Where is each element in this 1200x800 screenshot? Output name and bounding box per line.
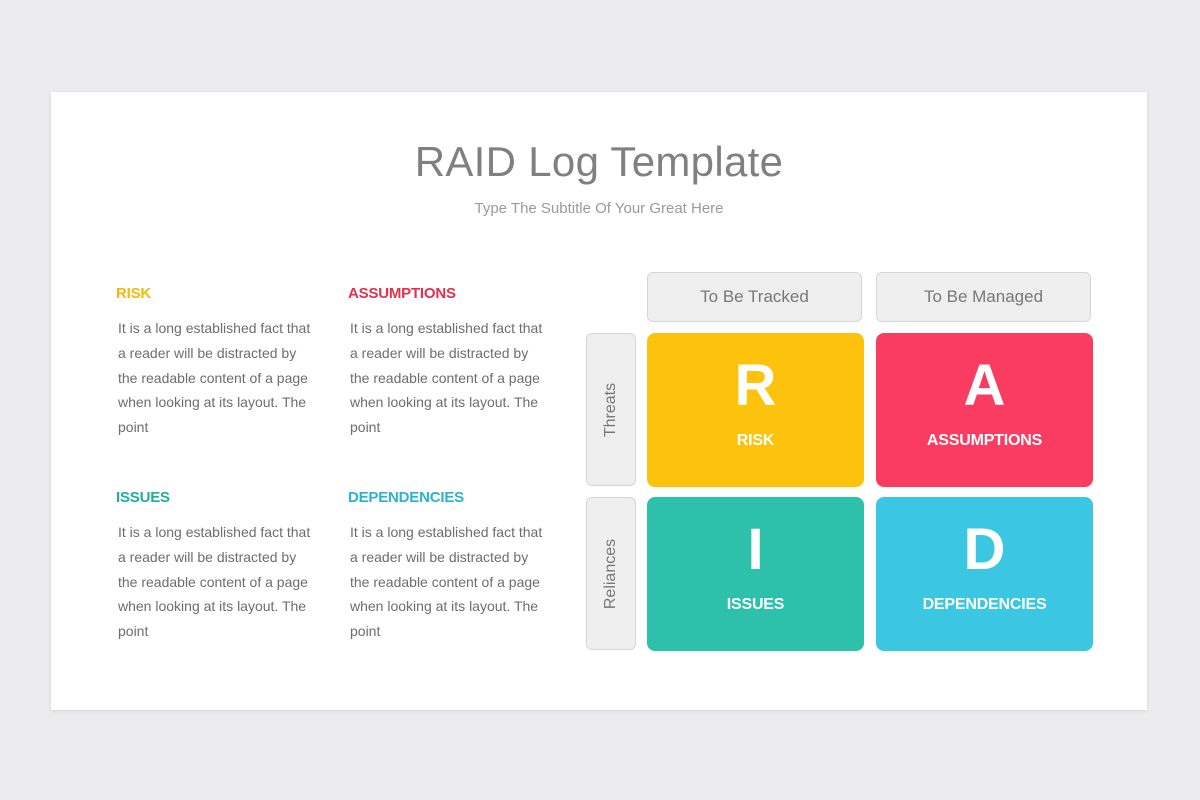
row-header-reliances: Reliances — [586, 497, 636, 650]
issues-heading: ISSUES — [116, 489, 170, 506]
risk-description: It is a long established fact that a rea… — [118, 320, 311, 436]
assumptions-text-block: ASSUMPTIONS It is a long established fac… — [348, 284, 548, 440]
issues-tile: I ISSUES — [647, 497, 864, 651]
dependencies-tile: D DEPENDENCIES — [876, 497, 1093, 651]
tile-label: ISSUES — [726, 596, 785, 613]
row-header-label: Threats — [602, 382, 619, 437]
column-header-to-be-managed: To Be Managed — [876, 272, 1091, 322]
dependencies-text-block: DEPENDENCIES It is a long established fa… — [348, 488, 548, 644]
column-header-label: To Be Managed — [923, 287, 1044, 306]
page-subtitle: Type The Subtitle Of Your Great Here — [474, 200, 724, 217]
row-header-label: Reliances — [602, 538, 619, 609]
tile-letter: R — [734, 353, 777, 418]
assumptions-heading: ASSUMPTIONS — [348, 285, 456, 302]
tile-letter: A — [963, 353, 1006, 418]
assumptions-tile: A ASSUMPTIONS — [876, 333, 1093, 487]
tile-letter: D — [963, 517, 1006, 582]
slide: RAID Log Template Type The Subtitle Of Y… — [51, 92, 1147, 710]
tile-label: RISK — [736, 432, 775, 449]
dependencies-description: It is a long established fact that a rea… — [350, 524, 543, 640]
page-title: RAID Log Template — [414, 138, 784, 185]
tile-label: ASSUMPTIONS — [926, 432, 1043, 449]
tile-label: DEPENDENCIES — [922, 596, 1047, 613]
column-header-label: To Be Tracked — [700, 287, 809, 306]
assumptions-description: It is a long established fact that a rea… — [350, 320, 543, 436]
tile-letter: I — [747, 517, 764, 582]
risk-text-block: RISK It is a long established fact that … — [116, 284, 316, 440]
risk-tile: R RISK — [647, 333, 864, 487]
row-header-threats: Threats — [586, 333, 636, 486]
risk-heading: RISK — [116, 285, 152, 302]
column-header-to-be-tracked: To Be Tracked — [647, 272, 862, 322]
issues-text-block: ISSUES It is a long established fact tha… — [116, 488, 316, 644]
dependencies-heading: DEPENDENCIES — [348, 489, 464, 506]
issues-description: It is a long established fact that a rea… — [118, 524, 311, 640]
